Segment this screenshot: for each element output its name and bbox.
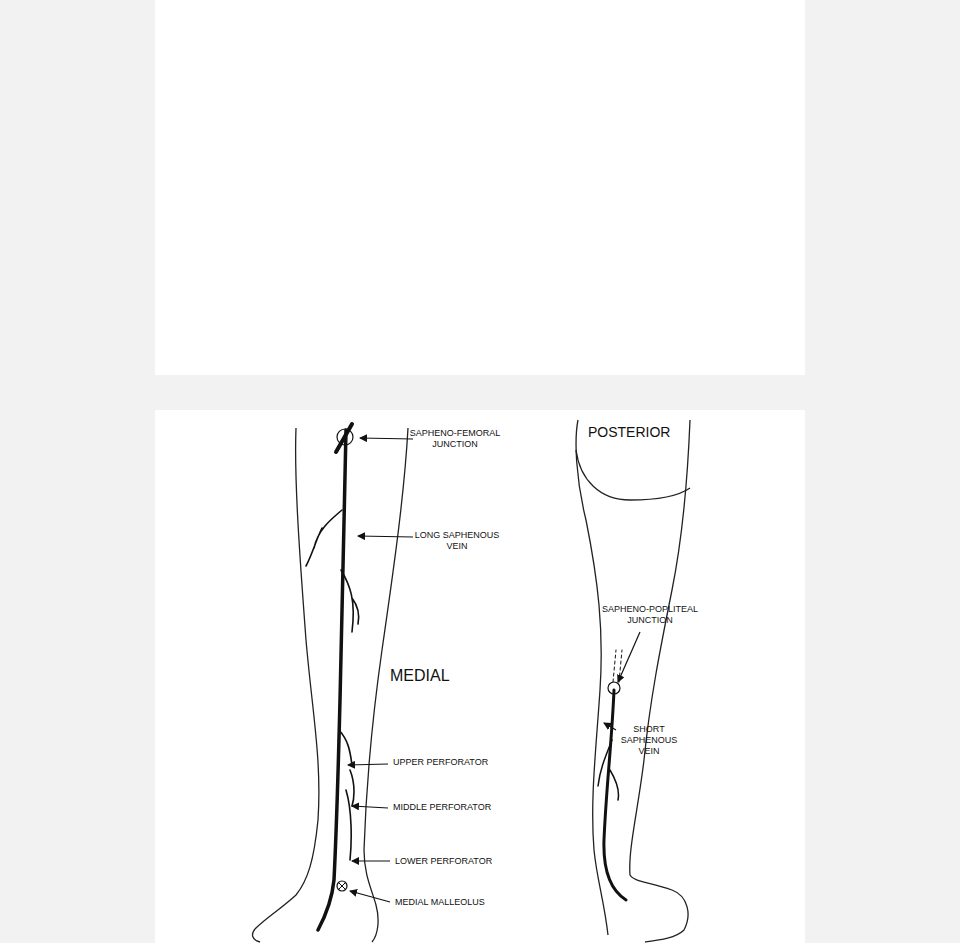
junction-label: SAPHENO-POPLITEAL JUNCTION bbox=[592, 604, 708, 626]
view-label: MEDIAL bbox=[390, 666, 450, 685]
landmark-label: MEDIAL MALLEOLUS bbox=[395, 897, 485, 908]
vein-label: LONG SAPHENOUS VEIN bbox=[407, 530, 507, 552]
perforator-label: UPPER PERFORATOR bbox=[393, 757, 488, 768]
upper-panel bbox=[155, 0, 805, 375]
vein-label: SHORT SAPHENOUS VEIN bbox=[616, 724, 682, 757]
perforator-label: LOWER PERFORATOR bbox=[395, 856, 492, 867]
perforator-label: MIDDLE PERFORATOR bbox=[393, 802, 491, 813]
view-label: POSTERIOR bbox=[588, 424, 670, 441]
junction-label: SAPHENO-FEMORAL JUNCTION bbox=[400, 428, 510, 450]
